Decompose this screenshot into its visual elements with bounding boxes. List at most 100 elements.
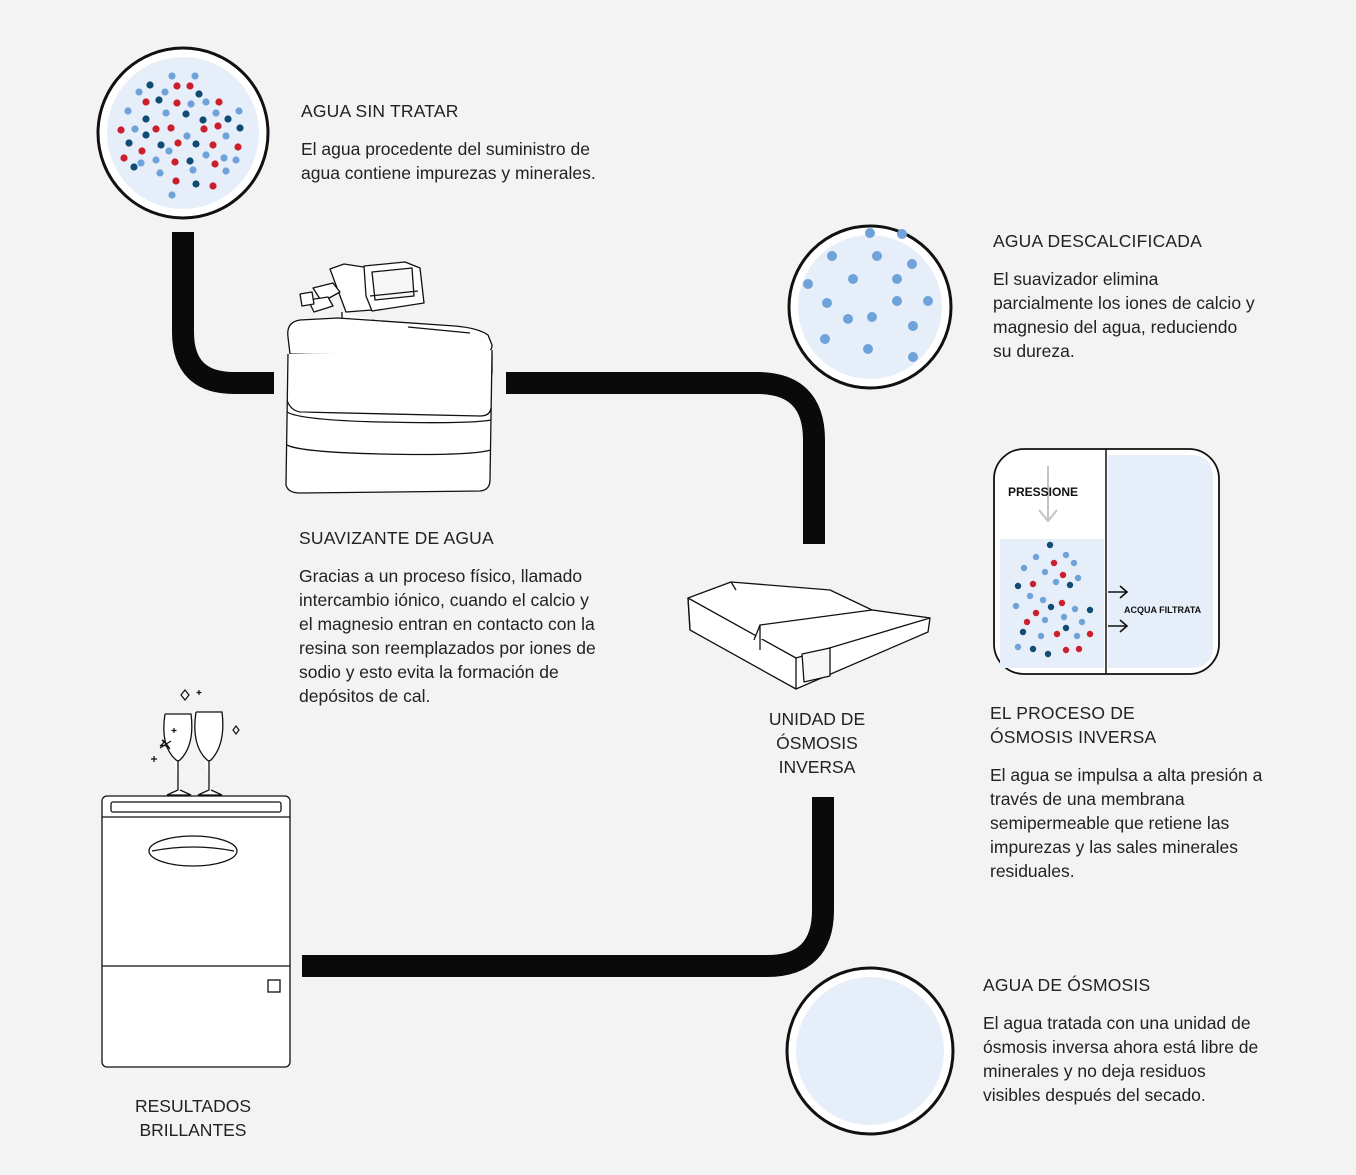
dot (195, 90, 203, 98)
flow-arrows-icon (1108, 585, 1129, 633)
pipe-raw-to-softener (172, 232, 274, 394)
dot (220, 154, 228, 162)
dot (200, 125, 208, 133)
dot (152, 125, 160, 133)
dot (155, 96, 163, 104)
dot (172, 177, 180, 185)
dot (168, 191, 176, 199)
dot (1078, 618, 1086, 626)
dot (1032, 553, 1040, 561)
dot (146, 81, 154, 89)
wine-glasses-icon (163, 711, 224, 796)
softened-water-text: AGUA DESCALCIFICADA El suavizador elimin… (993, 229, 1293, 363)
pipe-ro-to-dishwasher (302, 797, 834, 977)
impurity-dots (117, 72, 244, 199)
dot (157, 141, 165, 149)
dot (1075, 645, 1083, 653)
results-label: RESULTADOS BRILLANTES (134, 1096, 252, 1140)
dot (137, 159, 145, 167)
ro-process-title: EL PROCESO DE ÓSMOSIS INVERSA (990, 703, 1157, 747)
dot (1062, 646, 1070, 654)
dot (1012, 602, 1020, 610)
mineral-dots (803, 228, 933, 362)
dot (202, 98, 210, 106)
dot (120, 154, 128, 162)
osmosis-water-title: AGUA DE ÓSMOSIS (983, 975, 1151, 995)
softener-body: Gracias a un proceso físico, llamado int… (299, 566, 596, 706)
dot (235, 107, 243, 115)
dot (1070, 559, 1078, 567)
dot (186, 82, 194, 90)
osmosis-water-body: El agua tratada con una unidad de ósmosi… (983, 1013, 1259, 1105)
dot (156, 169, 164, 177)
dot (142, 131, 150, 139)
dot (186, 157, 194, 165)
ro-process-text: EL PROCESO DE ÓSMOSIS INVERSA El agua se… (990, 701, 1290, 883)
dot (165, 147, 173, 155)
dot (152, 156, 160, 164)
dot (199, 116, 207, 124)
dot (1020, 564, 1028, 572)
dot (162, 109, 170, 117)
softener-title: SUAVIZANTE DE AGUA (299, 528, 494, 548)
dot (1029, 580, 1037, 588)
sparkle-icon (151, 689, 240, 762)
dot (1053, 630, 1061, 638)
dot (1050, 559, 1058, 567)
dot (1026, 592, 1034, 600)
dot (209, 182, 217, 190)
dot (187, 100, 195, 108)
dot (212, 109, 220, 117)
dot (1044, 650, 1052, 658)
dot (138, 147, 146, 155)
dot (215, 98, 223, 106)
dot (189, 166, 197, 174)
dot (142, 115, 150, 123)
dot (232, 156, 240, 164)
softened-water-body: El suavizador elimina parcialmente los i… (993, 269, 1255, 361)
dishwasher-icon (101, 795, 291, 1068)
dot (1062, 551, 1070, 559)
dot (1032, 609, 1040, 617)
dot (1037, 632, 1045, 640)
dot (1041, 568, 1049, 576)
dot (182, 110, 190, 118)
dot (191, 72, 199, 80)
raw-water-text: AGUA SIN TRATAR El agua procedente del s… (301, 99, 601, 185)
dot (117, 126, 125, 134)
softened-water-title: AGUA DESCALCIFICADA (993, 231, 1202, 251)
dot (142, 98, 150, 106)
dot (1059, 571, 1067, 579)
pipe-softener-to-ro (506, 372, 825, 544)
dot (130, 163, 138, 171)
dot (236, 124, 244, 132)
ro-unit-icon (687, 581, 931, 690)
dot (174, 139, 182, 147)
raw-water-circle-icon (96, 46, 270, 220)
dot (222, 132, 230, 140)
ro-impurity-dots (1012, 541, 1094, 658)
dot (124, 107, 132, 115)
dot (192, 180, 200, 188)
dot (1071, 605, 1079, 613)
dot (192, 140, 200, 148)
dot (202, 151, 210, 159)
dot (234, 143, 242, 151)
dot (1014, 582, 1022, 590)
dot (1086, 630, 1094, 638)
dot (1019, 628, 1027, 636)
dot (135, 88, 143, 96)
ro-unit-label: UNIDAD DE ÓSMOSIS INVERSA (768, 709, 866, 777)
dot (173, 99, 181, 107)
dot (171, 158, 179, 166)
raw-water-title: AGUA SIN TRATAR (301, 101, 459, 121)
dot (183, 132, 191, 140)
dot (1052, 578, 1060, 586)
dot (1023, 618, 1031, 626)
osmosis-water-text: AGUA DE ÓSMOSIS El agua tratada con una … (983, 973, 1283, 1107)
filtered-water-label: ACQUA FILTRATA (1124, 605, 1202, 615)
dot (209, 141, 217, 149)
dot (1029, 645, 1037, 653)
dot (1086, 606, 1094, 614)
